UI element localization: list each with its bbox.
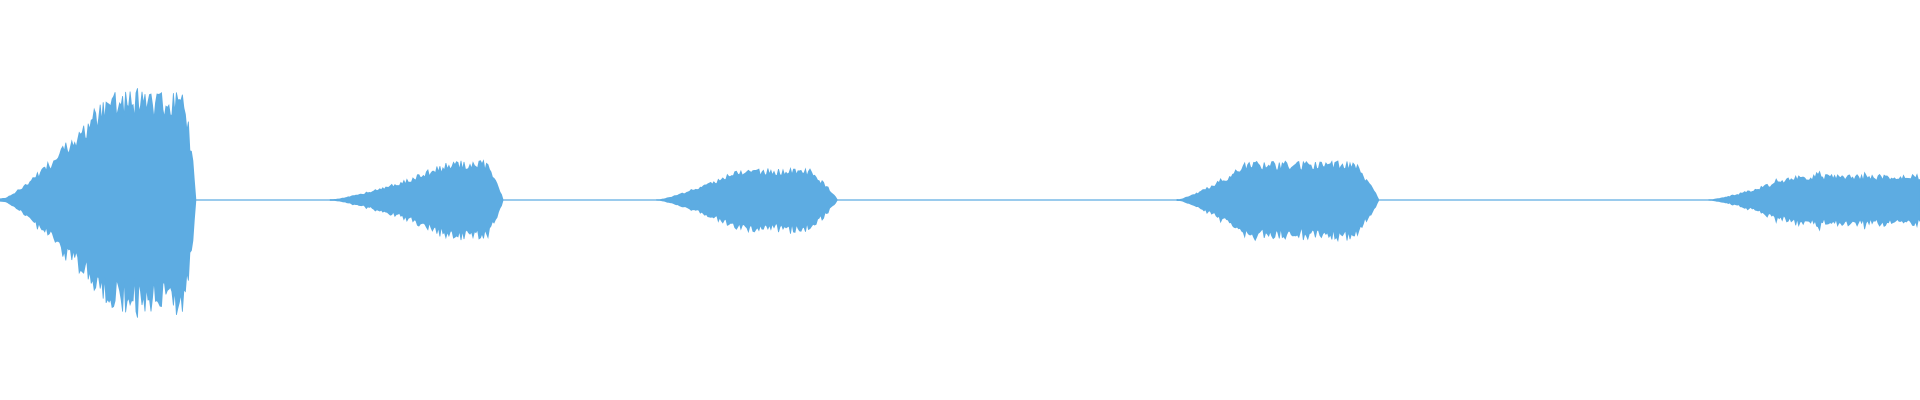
waveform-segment-burst-1 bbox=[0, 88, 197, 318]
waveform-segment-burst-5 bbox=[1708, 170, 1920, 232]
waveform-segment-burst-4 bbox=[1176, 160, 1379, 243]
waveform-bars bbox=[0, 88, 1920, 318]
waveform-segment-burst-3 bbox=[656, 166, 838, 234]
waveform-segment-burst-2 bbox=[329, 159, 504, 241]
